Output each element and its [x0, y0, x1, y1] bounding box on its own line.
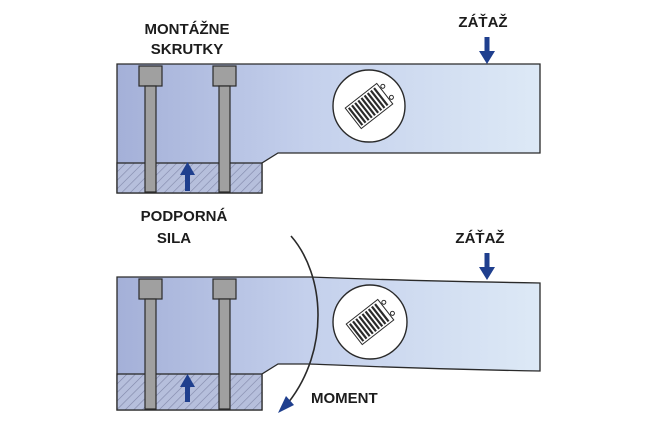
top-bolt-right — [212, 65, 237, 193]
top-load-arrow-icon — [479, 37, 495, 64]
top-support-arrow-icon — [180, 162, 195, 191]
support-label-line1: PODPORNÁ — [141, 208, 228, 225]
bottom-load-arrow-icon — [479, 253, 495, 280]
bolts-label-line2: SKRUTKY — [151, 41, 224, 58]
top-strain-gauge-icon — [332, 69, 406, 143]
top-load-label: ZÁŤAŽ — [458, 13, 507, 31]
top-diagram: MONTÁŽNE SKRUTKY ZÁŤAŽ — [116, 13, 541, 194]
bottom-load-label: ZÁŤAŽ — [455, 229, 504, 247]
bolts-label-line1: MONTÁŽNE — [145, 20, 230, 38]
bottom-support-arrow-icon — [180, 374, 195, 402]
bottom-strain-gauge-icon — [332, 284, 408, 360]
moment-label: MOMENT — [311, 390, 378, 407]
bottom-diagram: PODPORNÁ SILA ZÁŤAŽ MOMENT — [116, 208, 541, 413]
moment-arc-icon — [278, 235, 319, 413]
support-label-line2: SILA — [157, 230, 191, 247]
top-bolt-left — [138, 65, 163, 193]
bottom-bolt-left — [138, 278, 163, 410]
bottom-bolt-right — [212, 278, 237, 410]
